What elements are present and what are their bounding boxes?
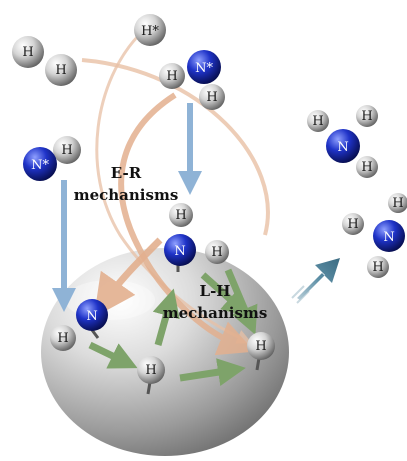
atom-label-h: H <box>392 196 403 211</box>
adsorbed-h: H <box>247 332 275 371</box>
atom-label-h: H <box>145 363 156 378</box>
atom-label-h: H <box>22 45 33 60</box>
hydrogen-molecule: H H <box>12 36 77 86</box>
lh-mechanism-label: L-H mechanisms <box>163 282 268 322</box>
er-label-line1: E-R <box>111 164 142 182</box>
atom-label-n: N <box>174 244 185 259</box>
atom-label-n-star: N* <box>31 158 49 173</box>
atom-label-n: N <box>383 230 394 245</box>
atom-label-h: H <box>211 245 222 260</box>
adsorbed-nh: H N <box>50 299 108 351</box>
hydrogen-radical: H* <box>134 14 166 46</box>
atom-label-h: H <box>312 114 323 129</box>
atom-label-h: H <box>61 143 72 158</box>
atom-label-n: N <box>337 140 348 155</box>
nh2-radical: H H N* <box>159 50 225 110</box>
atom-label-h: H <box>372 260 383 275</box>
lh-label-line2: mechanisms <box>163 304 268 322</box>
atom-label-h: H <box>347 217 358 232</box>
er-mechanism-label: E-R mechanisms <box>74 164 179 204</box>
ammonia-molecule: H H H N <box>307 105 378 178</box>
atom-label-h: H <box>206 90 217 105</box>
adsorbed-nh2: H H N <box>164 203 229 272</box>
nh-radical: H N* <box>23 136 81 181</box>
atom-label-h: H <box>166 69 177 84</box>
atom-label-h: H <box>361 109 372 124</box>
atom-label-n-star: N* <box>195 61 213 76</box>
er-arrows <box>81 32 270 356</box>
atom-label-h: H <box>55 63 66 78</box>
lh-label-line1: L-H <box>200 282 231 300</box>
atom-label-h-star: H* <box>141 24 159 39</box>
er-label-line2: mechanisms <box>74 186 179 204</box>
atom-label-h: H <box>255 339 266 354</box>
atom-label-n: N <box>86 309 97 324</box>
lh-arrows <box>88 268 258 386</box>
atom-label-h: H <box>57 331 68 346</box>
atom-label-h: H <box>361 160 372 175</box>
adsorbed-h: H <box>137 356 165 395</box>
product-arrow <box>291 258 340 304</box>
atom-label-h: H <box>175 208 186 223</box>
ammonia-molecule: H H H N <box>342 193 407 278</box>
adsorption-arrows <box>52 103 202 312</box>
